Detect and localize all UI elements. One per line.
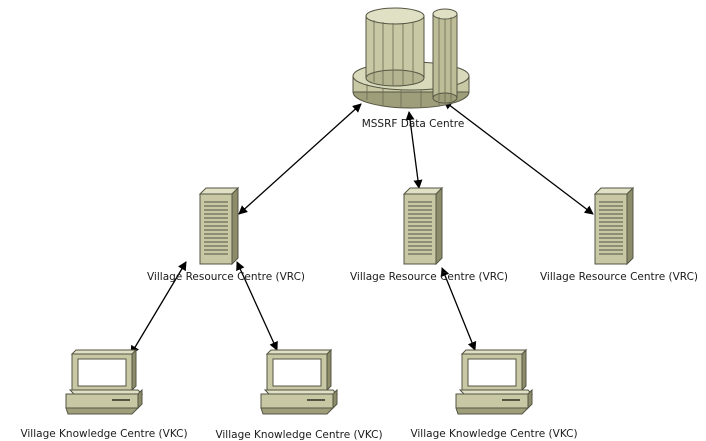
node-labels: MSSRF Data Centre Village Resource Centr… bbox=[20, 118, 698, 441]
mainframe-icon bbox=[352, 7, 470, 109]
desktop-pc-icon-vkc2 bbox=[260, 348, 339, 415]
vkc2-label: Village Knowledge Centre (VKC) bbox=[215, 429, 382, 441]
vkc1-label: Village Knowledge Centre (VKC) bbox=[20, 428, 187, 440]
server-icon-vrc2 bbox=[402, 186, 444, 266]
vrc2-label: Village Resource Centre (VRC) bbox=[350, 271, 508, 283]
desktop-pc-icon-vkc1 bbox=[65, 348, 144, 415]
link-datacentre-vrc2 bbox=[405, 111, 423, 189]
server-icon-vrc3 bbox=[593, 186, 635, 266]
datacentre-label: MSSRF Data Centre bbox=[362, 118, 465, 130]
desktop-pc-icon-vkc3 bbox=[455, 348, 534, 415]
server-icon-vrc1 bbox=[198, 186, 240, 266]
link-vrc1-vkc1 bbox=[130, 261, 187, 355]
vkc3-label: Village Knowledge Centre (VKC) bbox=[410, 428, 577, 440]
link-datacentre-vrc3 bbox=[443, 100, 594, 215]
link-vrc1-vkc2 bbox=[236, 261, 278, 351]
vrc3-label: Village Resource Centre (VRC) bbox=[540, 271, 698, 283]
links bbox=[130, 100, 594, 355]
vrc1-label: Village Resource Centre (VRC) bbox=[147, 271, 305, 283]
link-vrc2-vkc3 bbox=[440, 267, 477, 351]
link-datacentre-vrc1 bbox=[238, 103, 362, 215]
